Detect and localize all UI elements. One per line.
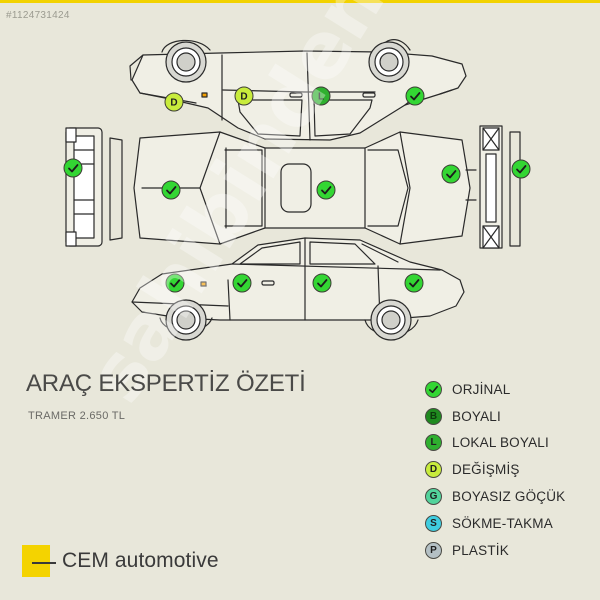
accent-bar	[0, 0, 600, 3]
badge-front-bumper[interactable]	[511, 159, 531, 179]
legend-label: PLASTİK	[452, 542, 509, 558]
legend-label: DEĞİŞMİŞ	[452, 462, 520, 478]
legend-badge-d: D	[425, 461, 442, 479]
legend-label: BOYASIZ GÖÇÜK	[452, 489, 566, 505]
legend-label: SÖKME-TAKMA	[452, 515, 553, 531]
badge-roof[interactable]	[316, 180, 336, 200]
legend-item-boyasiz-gocuk: G BOYASIZ GÖÇÜK	[425, 483, 600, 510]
check-icon	[321, 186, 332, 195]
brand: CEM automotive	[22, 545, 219, 577]
badge-letter: D	[240, 92, 247, 103]
check-icon	[425, 380, 442, 398]
legend-label: LOKAL BOYALI	[452, 435, 549, 451]
front-end-view	[465, 125, 521, 249]
check-icon	[237, 279, 248, 288]
legend-badge-g: G	[425, 488, 442, 506]
badge-right-rear-fender[interactable]	[165, 273, 185, 293]
check-icon	[68, 164, 79, 173]
badge-right-rear-door[interactable]	[232, 273, 252, 293]
check-icon	[170, 279, 181, 288]
tramer-amount: TRAMER 2.650 TL	[28, 410, 126, 422]
legend-badge-p: P	[425, 541, 442, 559]
summary-title: ARAÇ EKSPERTİZ ÖZETİ	[26, 370, 306, 397]
legend-label: ORJİNAL	[452, 381, 511, 397]
brand-name: CEM automotive	[62, 549, 219, 572]
badge-letter: L	[318, 92, 324, 103]
badge-left-rear-fender[interactable]: D	[164, 92, 184, 112]
top-view	[133, 131, 471, 245]
badge-rear-bumper[interactable]	[63, 158, 83, 178]
legend-label: BOYALI	[452, 408, 501, 424]
badge-hood[interactable]	[441, 164, 461, 184]
legend-badge-l: L	[425, 434, 442, 452]
car-diagram: D D L	[63, 39, 531, 341]
listing-id: #1124731424	[6, 10, 70, 21]
badge-right-front-fender[interactable]	[404, 273, 424, 293]
rear-end-view	[65, 127, 123, 247]
right-side-view	[131, 237, 465, 341]
check-icon	[446, 170, 457, 179]
badge-left-rear-door[interactable]: D	[234, 86, 254, 106]
badge-right-front-door[interactable]	[312, 273, 332, 293]
legend-item-boyali: B BOYALI	[425, 403, 600, 430]
badge-left-front-door[interactable]: L	[311, 86, 331, 106]
badge-left-front-fender[interactable]	[405, 86, 425, 106]
legend-badge-b: B	[425, 407, 442, 425]
left-side-view	[129, 39, 467, 141]
legend: ORJİNAL B BOYALI L LOKAL BOYALI D DEĞİŞM…	[425, 376, 600, 564]
badge-trunk[interactable]	[161, 180, 181, 200]
legend-item-orjinal: ORJİNAL	[425, 376, 600, 403]
legend-item-sokme-takma: S SÖKME-TAKMA	[425, 510, 600, 537]
badge-letter: D	[170, 98, 177, 109]
check-icon	[410, 92, 421, 101]
check-icon	[409, 279, 420, 288]
legend-item-lokal-boyali: L LOKAL BOYALI	[425, 430, 600, 457]
check-icon	[317, 279, 328, 288]
check-icon	[516, 165, 527, 174]
check-icon	[166, 186, 177, 195]
brand-logo	[22, 545, 56, 577]
legend-item-degismis: D DEĞİŞMİŞ	[425, 456, 600, 483]
legend-badge-s: S	[425, 514, 442, 532]
legend-item-plastik: P PLASTİK	[425, 537, 600, 564]
